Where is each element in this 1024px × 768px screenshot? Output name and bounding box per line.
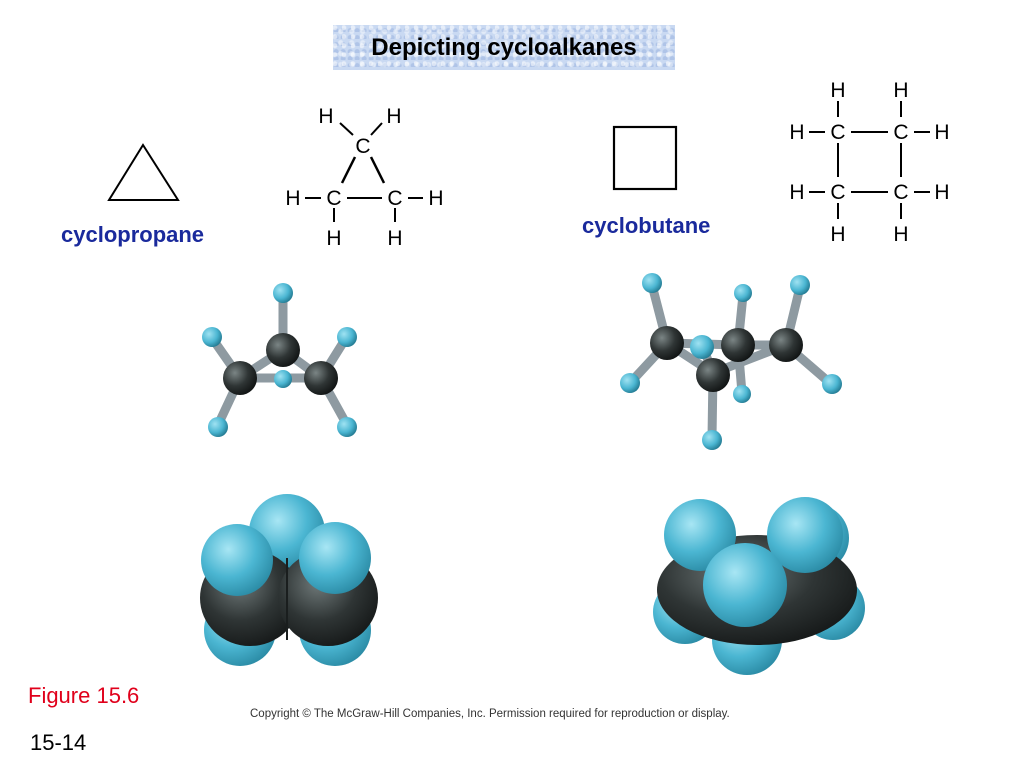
atom-c: C <box>893 181 908 204</box>
atom-h: H <box>934 181 949 204</box>
cyclopropane-skeletal-triangle <box>107 143 180 201</box>
atom-h: H <box>428 187 443 210</box>
atom-c: C <box>355 135 370 158</box>
cyclobutane-space-filling-model <box>653 497 865 675</box>
atom-h: H <box>386 105 401 128</box>
atom-c: C <box>830 121 845 144</box>
title-box: Depicting cycloalkanes <box>333 25 675 70</box>
cyclopropane-space-filling-model <box>200 494 378 666</box>
atom-h: H <box>893 223 908 246</box>
cyclobutane-ball-and-stick-model <box>620 273 842 450</box>
atom-c: C <box>893 121 908 144</box>
atom-h: H <box>285 187 300 210</box>
atom-h: H <box>318 105 333 128</box>
atom-h: H <box>830 79 845 102</box>
atom-h: H <box>387 227 402 250</box>
atom-h: H <box>934 121 949 144</box>
figure-label: Figure 15.6 <box>28 683 140 708</box>
slide-number: 15-14 <box>30 730 87 755</box>
atom-c: C <box>326 187 341 210</box>
cyclobutane-skeletal-square <box>612 125 678 191</box>
cyclopropane-ball-and-stick-model <box>202 283 357 437</box>
cyclopropane-label: cyclopropane <box>61 222 205 247</box>
cyclobutane-structural-formula: H H H C C H H C C H H H <box>789 79 949 246</box>
slide-title: Depicting cycloalkanes <box>371 33 637 61</box>
atom-h: H <box>830 223 845 246</box>
atom-c: C <box>830 181 845 204</box>
cyclobutane-label: cyclobutane <box>582 213 711 238</box>
atom-h: H <box>789 121 804 144</box>
atom-h: H <box>326 227 341 250</box>
atom-h: H <box>893 79 908 102</box>
cyclopropane-structural-formula: H H C H C C H H H <box>285 105 443 250</box>
copyright-notice: Copyright © The McGraw-Hill Companies, I… <box>250 708 730 720</box>
atom-c: C <box>387 187 402 210</box>
atom-h: H <box>789 181 804 204</box>
